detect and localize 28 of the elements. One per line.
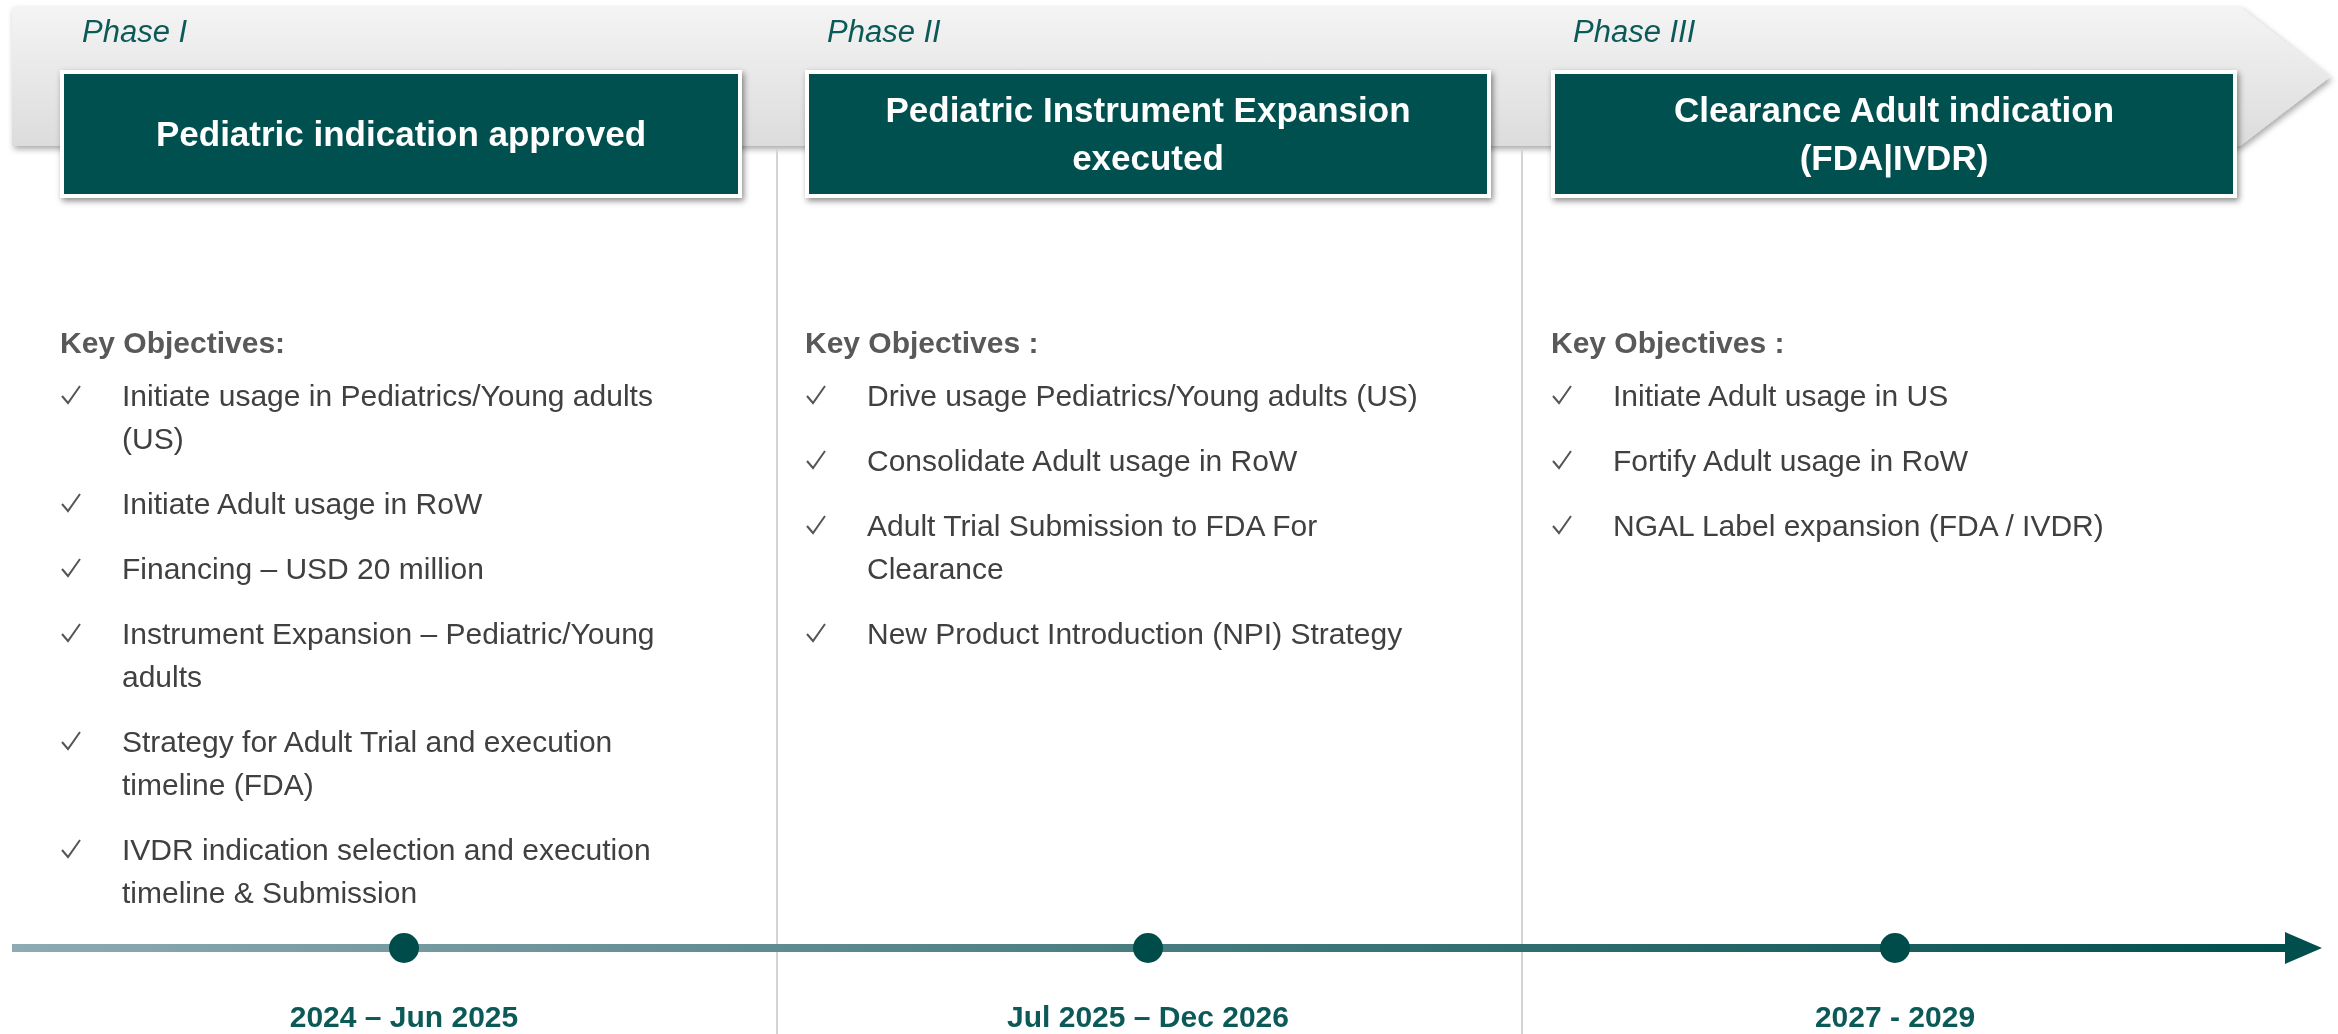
phase-label: Phase II [827,14,941,50]
section-heading: Key Objectives : [805,326,1039,360]
timeline-dot [1133,933,1163,963]
objective-text: Initiate Adult usage in US [1613,378,1949,414]
objective-text: New Product Introduction (NPI) Strategy [867,616,1403,652]
milestone-title: Pediatric Instrument Expansion executed [884,89,1412,179]
timeline-dot [1880,933,1910,963]
objective-text: Financing – USD 20 million [122,551,484,587]
objective-text: Fortify Adult usage in RoW [1613,443,1969,479]
date-range-label: Jul 2025 – Dec 2026 [1007,1000,1289,1034]
objective-text: Instrument Expansion – Pediatric/Young adults [122,616,656,695]
objective-text: Initiate Adult usage in RoW [122,486,483,522]
objective-text: Strategy for Adult Trial and execution timeline (FDA) [122,724,614,803]
timeline-dot [389,933,419,963]
phase-label: Phase III [1573,14,1696,50]
milestone-title: Pediatric indication approved [155,113,647,155]
date-range-label: 2027 - 2029 [1814,1000,1976,1034]
milestone-title: Clearance Adult indication (FDA|IVDR) [1672,89,2116,180]
objective-text: NGAL Label expansion (FDA / IVDR) [1613,508,2104,544]
objective-text: Consolidate Adult usage in RoW [867,443,1298,479]
phase-label: Phase I [82,14,188,50]
section-heading: Key Objectives : [1551,326,1785,360]
objective-text: IVDR indication selection and execution timeline & Submission [122,832,652,911]
date-range-label: 2024 – Jun 2025 [289,1000,519,1034]
section-heading: Key Objectives: [60,326,286,360]
objective-text: Drive usage Pediatrics/Young adults (US) [867,378,1418,414]
objective-text: Adult Trial Submission to FDA For Clearance [867,508,1319,587]
objective-text: Initiate usage in Pediatrics/Young adults (US) [122,378,654,457]
